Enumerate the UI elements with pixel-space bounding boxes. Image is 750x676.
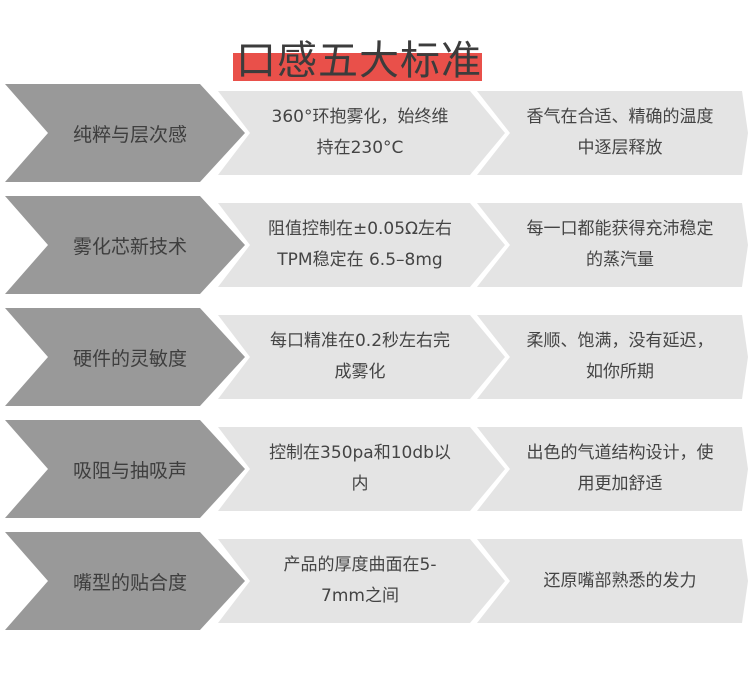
benefit-line: 柔顺、饱满，没有延迟， [526, 331, 714, 351]
standard-label: 硬件的灵敏度 [72, 347, 187, 370]
benefit-text: 出色的气道结构设计，使用更加舒适 [505, 427, 735, 511]
benefit-chevron [477, 427, 748, 511]
standard-label: 嘴型的贴合度 [72, 571, 187, 594]
standard-row: 吸阻与抽吸声 控制在350pa和10db以内 出色的气道结构设计，使用更加舒适 [0, 420, 750, 520]
detail-line: 产品的厚度曲面在5- [283, 555, 437, 575]
detail-text: 控制在350pa和10db以内 [245, 427, 475, 511]
benefit-text: 柔顺、饱满，没有延迟， 如你所期 [505, 315, 735, 399]
row-chevrons [5, 84, 748, 182]
detail-line: 阻值控制在±0.05Ω左右 [267, 219, 453, 239]
detail-line: 每口精准在0.2秒左右完 [269, 331, 451, 351]
standard-row: 雾化芯新技术 阻值控制在±0.05Ω左右 TPM稳定在 6.5–8mg 每一口都能… [0, 196, 750, 296]
benefit-text: 每一口都能获得充沛稳定的蒸汽量 [505, 203, 735, 287]
row-chevrons [5, 196, 748, 294]
detail-line: 控制在350pa和10db以 [269, 443, 451, 463]
row-chevrons [5, 532, 748, 630]
detail-line: 内 [351, 474, 369, 494]
detail-text: 阻值控制在±0.05Ω左右 TPM稳定在 6.5–8mg [245, 203, 475, 287]
benefit-line: 还原嘴部熟悉的发力 [543, 570, 697, 591]
benefit-line: 中逐层释放 [577, 138, 663, 158]
standard-row: 纯粹与层次感 360°环抱雾化，始终维持在230°C 香气在合适、精确的温度中逐… [0, 84, 750, 184]
detail-line: 360°环抱雾化，始终维 [271, 107, 449, 127]
benefit-line: 每一口都能获得充沛稳定 [526, 219, 714, 239]
benefit-text: 还原嘴部熟悉的发力 [505, 539, 735, 623]
detail-chevron [218, 315, 505, 399]
detail-line: 7mm之间 [321, 586, 399, 606]
standard-row: 嘴型的贴合度 产品的厚度曲面在5- 7mm之间 还原嘴部熟悉的发力 [0, 532, 750, 632]
detail-line: 持在230°C [316, 138, 404, 158]
title-highlight-bar [233, 53, 482, 81]
detail-chevron [218, 427, 505, 511]
benefit-line: 香气在合适、精确的温度 [526, 107, 714, 127]
detail-text: 360°环抱雾化，始终维持在230°C [245, 91, 475, 175]
benefit-chevron [477, 539, 748, 623]
label-chevron [5, 308, 245, 406]
standard-label: 纯粹与层次感 [72, 123, 187, 146]
detail-chevron [218, 91, 505, 175]
page-title: 口感五大标准 [236, 38, 482, 84]
benefit-line: 的蒸汽量 [586, 250, 654, 270]
row-chevrons [5, 420, 748, 518]
benefit-text: 香气在合适、精确的温度中逐层释放 [505, 91, 735, 175]
label-chevron [5, 196, 245, 294]
benefit-line: 如你所期 [586, 362, 654, 382]
benefit-line: 出色的气道结构设计，使 [526, 443, 714, 463]
benefit-chevron [477, 203, 748, 287]
row-chevrons [5, 308, 748, 406]
detail-chevron [218, 203, 505, 287]
benefit-chevron [477, 91, 748, 175]
label-chevron [5, 532, 245, 630]
label-chevron [5, 84, 245, 182]
label-chevron [5, 420, 245, 518]
standard-label: 雾化芯新技术 [72, 235, 187, 258]
standard-label: 吸阻与抽吸声 [72, 459, 187, 482]
benefit-line: 用更加舒适 [577, 474, 663, 494]
detail-text: 每口精准在0.2秒左右完成雾化 [245, 315, 475, 399]
detail-line: 成雾化 [334, 362, 386, 382]
benefit-chevron [477, 315, 748, 399]
detail-chevron [218, 539, 505, 623]
detail-text: 产品的厚度曲面在5- 7mm之间 [245, 539, 475, 623]
detail-line: TPM稳定在 6.5–8mg [277, 250, 443, 270]
standard-row: 硬件的灵敏度 每口精准在0.2秒左右完成雾化 柔顺、饱满，没有延迟， 如你所期 [0, 308, 750, 408]
